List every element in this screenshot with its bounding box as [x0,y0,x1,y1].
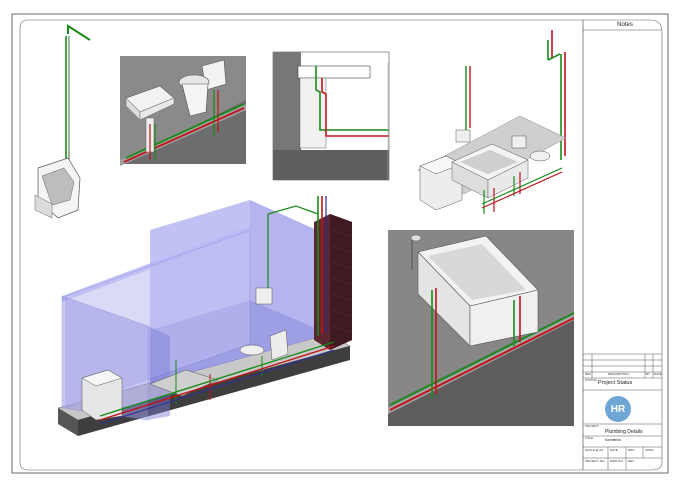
project-label: PROJECT [585,424,600,428]
project-status: Project Status [598,380,633,386]
sheet-title: Isometrics [605,438,621,442]
main-isometric-view [57,196,352,436]
basin-wc-detail-view [120,56,246,166]
wall-section-view [272,51,390,181]
title-label: TITLE [585,436,594,440]
outer-border [11,13,669,474]
revision-label: REV [628,459,635,463]
title-block [583,29,662,470]
date-label: DATE [610,448,618,452]
inner-border [19,19,663,471]
rev-col-label: REV [585,372,592,376]
status-label: STATUS [585,378,597,382]
date-col-label: DATE [654,372,662,376]
bath-detail-view [388,230,575,426]
project-no-label: PROJECT NO. [585,459,606,463]
checked-label: CHKD [645,448,654,452]
by-col-label: BY [646,372,651,376]
company-logo: HR [605,396,631,422]
scale-label: SCALE @ A3 [585,448,604,452]
bathroom-overview-view [417,30,567,214]
drawing-no-label: DWG NO. [610,459,624,463]
notes-heading: Notes [617,22,633,28]
urinal-riser-view [34,24,91,219]
bath-main [149,369,219,397]
description-col-label: DESCRIPTION [608,372,629,376]
project-title: Plumbing Details [605,429,643,435]
drawn-label: DRN [628,448,635,452]
urinal-main [255,287,273,305]
